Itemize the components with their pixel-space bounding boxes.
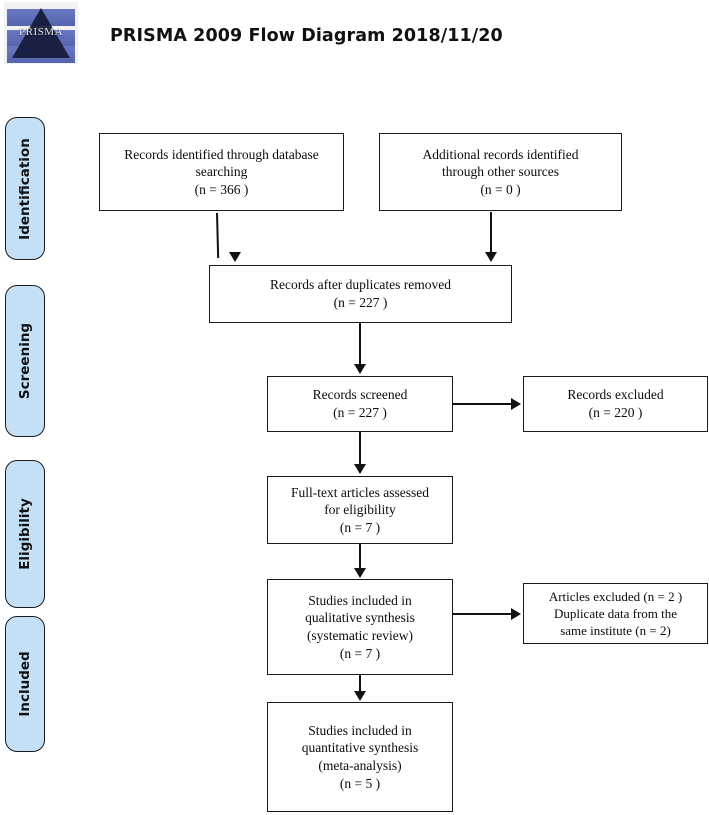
- arrow-othersrc-to-dedup: [485, 252, 497, 262]
- node-records-identified-database: Records identified through database sear…: [99, 133, 344, 211]
- arrow-fulltext-to-qualitative: [354, 568, 366, 578]
- stage-label-eligibility-text: Eligibility: [17, 498, 33, 570]
- node-fulltext-articles-assessed: Full-text articles assessed for eligibil…: [267, 476, 453, 544]
- node-db-search-text: Records identified through database sear…: [124, 146, 319, 197]
- node-articles-excluded-text: Articles excluded (n = 2 ) Duplicate dat…: [548, 588, 683, 639]
- edge-othersrc-to-dedup: [490, 212, 492, 255]
- arrow-dedup-to-screened: [354, 364, 366, 374]
- stage-label-identification-text: Identification: [17, 137, 33, 240]
- stage-label-identification: Identification: [5, 117, 45, 260]
- logo-wordmark: PRISMA: [19, 26, 63, 38]
- arrow-qualitative-to-articles-excluded: [511, 608, 521, 620]
- stage-label-screening: Screening: [5, 285, 45, 437]
- edge-dedup-to-screened: [359, 323, 361, 366]
- prisma-pyramid-logo: PRISMA: [4, 2, 78, 64]
- node-studies-included-quantitative: Studies included in quantitative synthes…: [267, 702, 453, 812]
- node-records-excluded-text: Records excluded (n = 220 ): [567, 387, 664, 420]
- edge-fulltext-to-qualitative: [359, 544, 361, 571]
- node-qualitative-text: Studies included in qualitative synthesi…: [305, 592, 415, 661]
- stage-label-eligibility: Eligibility: [5, 460, 45, 608]
- node-records-excluded: Records excluded (n = 220 ): [523, 376, 708, 432]
- stage-label-included-text: Included: [17, 651, 33, 717]
- node-records-screened: Records screened (n = 227 ): [267, 376, 453, 432]
- edge-dbsearch-to-dedup: [216, 212, 220, 258]
- node-articles-excluded: Articles excluded (n = 2 ) Duplicate dat…: [523, 583, 708, 644]
- node-records-after-duplicates-removed: Records after duplicates removed (n = 22…: [209, 265, 512, 323]
- logo-pyramid-shape: [12, 8, 70, 58]
- arrow-screened-to-fulltext: [354, 464, 366, 474]
- edge-qualitative-to-quantitative: [359, 675, 361, 695]
- node-quantitative-text: Studies included in quantitative synthes…: [301, 722, 419, 791]
- node-screened-text: Records screened (n = 227 ): [312, 387, 408, 420]
- node-fulltext-text: Full-text articles assessed for eligibil…: [291, 484, 429, 535]
- page-title: PRISMA 2009 Flow Diagram 2018/11/20: [110, 26, 503, 46]
- arrow-dbsearch-to-dedup: [229, 252, 241, 262]
- node-dedup-text: Records after duplicates removed (n = 22…: [269, 277, 452, 310]
- edge-screened-to-fulltext: [359, 432, 361, 466]
- stage-label-screening-text: Screening: [17, 322, 33, 400]
- edge-qualitative-to-articles-excluded: [453, 613, 513, 615]
- arrow-qualitative-to-quantitative: [354, 691, 366, 701]
- edge-screened-to-records-excluded: [453, 403, 513, 405]
- node-studies-included-qualitative: Studies included in qualitative synthesi…: [267, 579, 453, 675]
- arrow-screened-to-records-excluded: [511, 398, 521, 410]
- node-additional-records-other-sources: Additional records identified through ot…: [379, 133, 622, 211]
- node-other-src-text: Additional records identified through ot…: [422, 146, 579, 197]
- stage-label-included: Included: [5, 616, 45, 752]
